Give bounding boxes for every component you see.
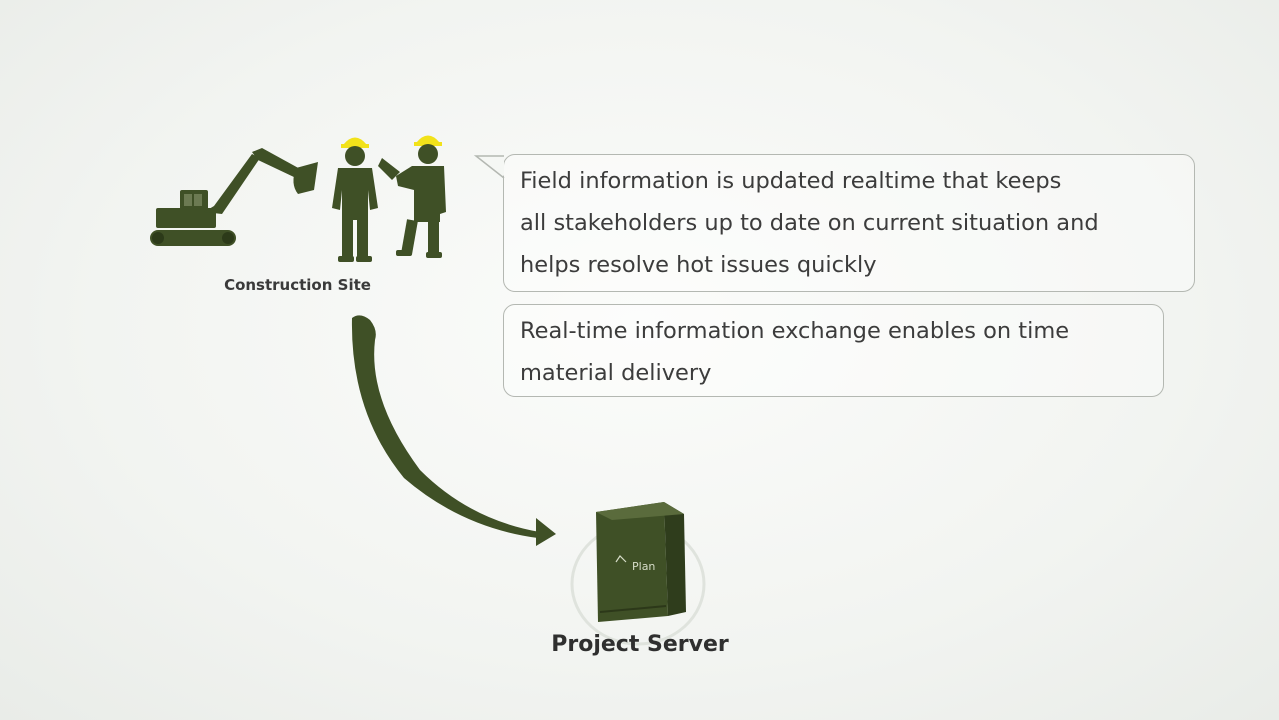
callout-line: Real-time information exchange enables o… <box>520 318 1070 344</box>
construction-site-label: Construction Site <box>224 276 371 294</box>
flow-arrow-icon <box>351 315 556 546</box>
worker-with-tablet-icon <box>378 135 446 258</box>
callout-material-delivery: Real-time information exchange enables o… <box>503 304 1164 397</box>
callout-line: Field information is updated realtime th… <box>520 168 1062 194</box>
callout-line: all stakeholders up to date on current s… <box>520 210 1099 236</box>
callout-line: helps resolve hot issues quickly <box>520 252 877 278</box>
callout-realtime-field-info: Field information is updated realtime th… <box>503 154 1195 292</box>
server-icon: Plan <box>570 502 706 646</box>
project-server-label: Project Server <box>551 632 729 657</box>
callout-line: material delivery <box>520 360 712 386</box>
server-logo-text: Plan <box>632 560 655 573</box>
worker-icon <box>332 137 378 262</box>
excavator-icon <box>150 148 318 246</box>
